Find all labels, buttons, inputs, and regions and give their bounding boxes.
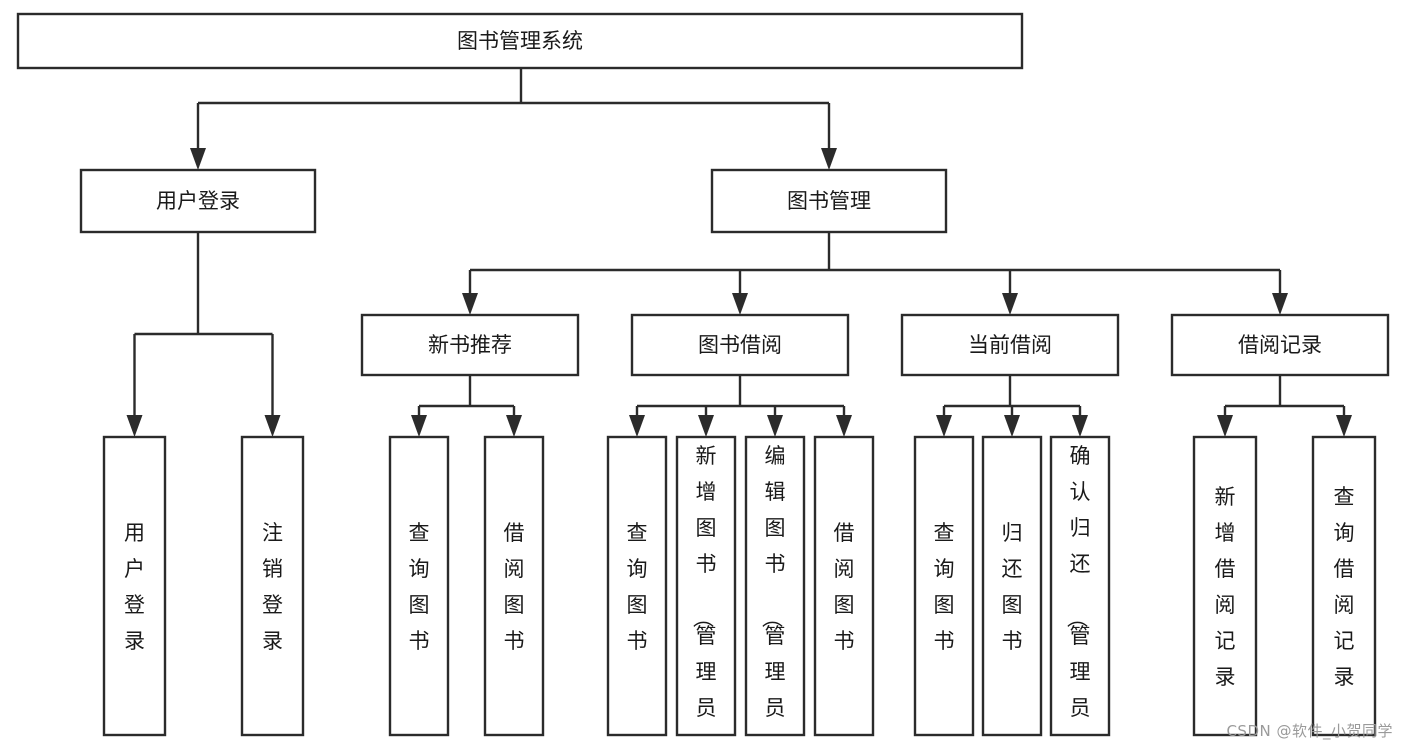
node-label: 图书管理 xyxy=(787,189,871,213)
arrow-head-icon xyxy=(1336,415,1352,437)
node-box[interactable] xyxy=(483,435,545,737)
node-box[interactable] xyxy=(630,313,850,377)
node-label: 查询借阅记录 xyxy=(1334,485,1355,689)
node-label: 查询图书 xyxy=(934,521,955,653)
node-借阅图书[interactable]: 借阅图书 xyxy=(483,435,545,737)
connector-借阅记录 xyxy=(1217,375,1352,437)
connector-图书管理系统 xyxy=(190,68,837,170)
node-查询图书[interactable]: 查询图书 xyxy=(913,435,975,737)
node-box[interactable] xyxy=(79,168,317,234)
node-借阅记录[interactable]: 借阅记录 xyxy=(1170,313,1390,377)
connector-layer xyxy=(126,68,1352,437)
node-label: 新增图书（管理员） xyxy=(691,444,717,747)
node-label: 图书借阅 xyxy=(698,333,782,357)
node-label: 借阅记录 xyxy=(1238,333,1322,357)
arrow-head-icon xyxy=(264,415,281,437)
node-图书借阅[interactable]: 图书借阅 xyxy=(630,313,850,377)
node-box[interactable] xyxy=(360,313,580,377)
node-box[interactable] xyxy=(675,435,737,737)
arrow-head-icon xyxy=(1072,415,1088,437)
arrow-head-icon xyxy=(936,415,952,437)
arrow-head-icon xyxy=(732,293,748,315)
arrow-head-icon xyxy=(190,148,206,170)
node-box[interactable] xyxy=(1049,435,1111,737)
node-注销登录[interactable]: 注销登录 xyxy=(240,435,305,737)
node-编辑图书管理员[interactable]: 编辑图书（管理员） xyxy=(744,435,806,747)
node-label: 用户登录 xyxy=(156,189,240,213)
node-label: 新书推荐 xyxy=(428,333,512,357)
node-label: 新增借阅记录 xyxy=(1215,485,1236,689)
connector-新书推荐 xyxy=(411,375,522,437)
arrow-head-icon xyxy=(836,415,852,437)
arrow-head-icon xyxy=(1217,415,1233,437)
arrow-head-icon xyxy=(411,415,427,437)
arrow-head-icon xyxy=(767,415,783,437)
node-查询图书[interactable]: 查询图书 xyxy=(388,435,450,737)
node-label: 借阅图书 xyxy=(834,521,855,653)
node-用户登录[interactable]: 用户登录 xyxy=(102,435,167,737)
node-layer: 图书管理系统用户登录图书管理新书推荐图书借阅当前借阅借阅记录用户登录注销登录查询… xyxy=(16,12,1390,747)
node-label: 归还图书 xyxy=(1002,521,1023,653)
node-label: 查询图书 xyxy=(409,521,430,653)
arrow-head-icon xyxy=(506,415,522,437)
node-新书推荐[interactable]: 新书推荐 xyxy=(360,313,580,377)
arrow-head-icon xyxy=(1272,293,1288,315)
arrow-head-icon xyxy=(462,293,478,315)
node-当前借阅[interactable]: 当前借阅 xyxy=(900,313,1120,377)
node-归还图书[interactable]: 归还图书 xyxy=(981,435,1043,737)
node-box[interactable] xyxy=(388,435,450,737)
node-label: 确认归还（管理员） xyxy=(1065,444,1091,747)
connector-图书借阅 xyxy=(629,375,852,437)
arrow-head-icon xyxy=(1004,415,1020,437)
node-box[interactable] xyxy=(240,435,305,737)
node-box[interactable] xyxy=(1170,313,1390,377)
arrow-head-icon xyxy=(629,415,645,437)
node-label: 编辑图书（管理员） xyxy=(760,444,786,747)
node-box[interactable] xyxy=(1311,435,1377,737)
node-查询图书[interactable]: 查询图书 xyxy=(606,435,668,737)
node-借阅图书[interactable]: 借阅图书 xyxy=(813,435,875,737)
node-box[interactable] xyxy=(981,435,1043,737)
arrow-head-icon xyxy=(821,148,837,170)
node-box[interactable] xyxy=(900,313,1120,377)
node-图书管理[interactable]: 图书管理 xyxy=(710,168,948,234)
arrow-head-icon xyxy=(126,415,143,437)
node-确认归还管理员[interactable]: 确认归还（管理员） xyxy=(1049,435,1111,747)
node-box[interactable] xyxy=(813,435,875,737)
node-label: 借阅图书 xyxy=(504,521,525,653)
arrow-head-icon xyxy=(1002,293,1018,315)
node-新增图书管理员[interactable]: 新增图书（管理员） xyxy=(675,435,737,747)
node-新增借阅记录[interactable]: 新增借阅记录 xyxy=(1192,435,1258,737)
node-label: 注销登录 xyxy=(262,521,283,653)
node-box[interactable] xyxy=(606,435,668,737)
node-用户登录[interactable]: 用户登录 xyxy=(79,168,317,234)
connector-当前借阅 xyxy=(936,375,1088,437)
node-label: 当前借阅 xyxy=(968,333,1052,357)
node-查询借阅记录[interactable]: 查询借阅记录 xyxy=(1311,435,1377,737)
arrow-head-icon xyxy=(698,415,714,437)
node-box[interactable] xyxy=(16,12,1024,70)
node-label: 查询图书 xyxy=(627,521,648,653)
node-label: 图书管理系统 xyxy=(457,29,583,53)
node-box[interactable] xyxy=(913,435,975,737)
connector-用户登录 xyxy=(126,232,281,437)
node-box[interactable] xyxy=(102,435,167,737)
node-box[interactable] xyxy=(710,168,948,234)
connector-图书管理 xyxy=(462,232,1288,315)
node-label: 用户登录 xyxy=(124,521,145,653)
node-box[interactable] xyxy=(1192,435,1258,737)
node-box[interactable] xyxy=(744,435,806,737)
node-图书管理系统[interactable]: 图书管理系统 xyxy=(16,12,1024,70)
